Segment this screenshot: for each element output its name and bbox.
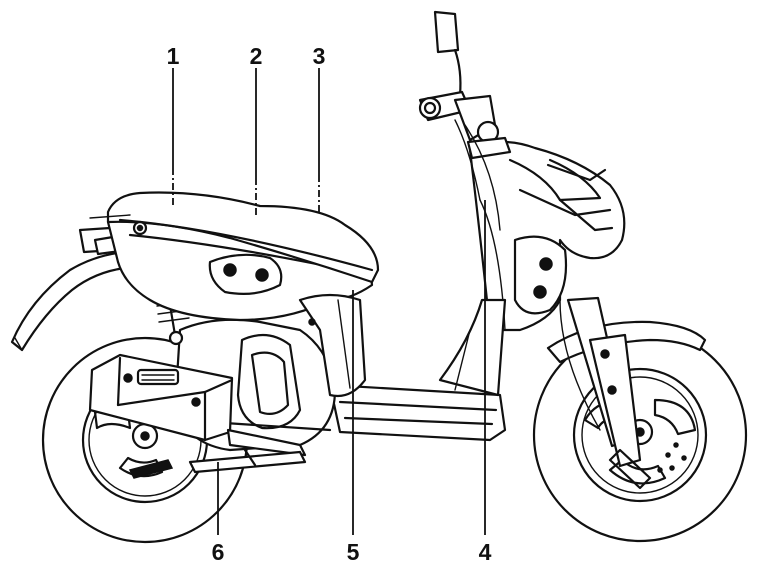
rear-fender <box>10 226 130 352</box>
front-fork <box>546 296 707 490</box>
front-wheel <box>532 327 748 543</box>
callout-6: 6 <box>212 539 225 565</box>
footboard <box>328 298 507 442</box>
callout-4: 4 <box>479 539 492 565</box>
callout-5: 5 <box>347 539 360 565</box>
callout-2: 2 <box>250 43 263 69</box>
exhaust <box>88 353 307 457</box>
leader-lines <box>172 68 486 535</box>
brake-disc-holes <box>657 442 687 473</box>
seat <box>89 191 380 284</box>
callout-3: 3 <box>313 43 326 69</box>
handlebar <box>418 10 512 231</box>
callout-1: 1 <box>167 43 180 69</box>
callout-numbers: 1 2 3 4 5 6 <box>167 43 492 565</box>
